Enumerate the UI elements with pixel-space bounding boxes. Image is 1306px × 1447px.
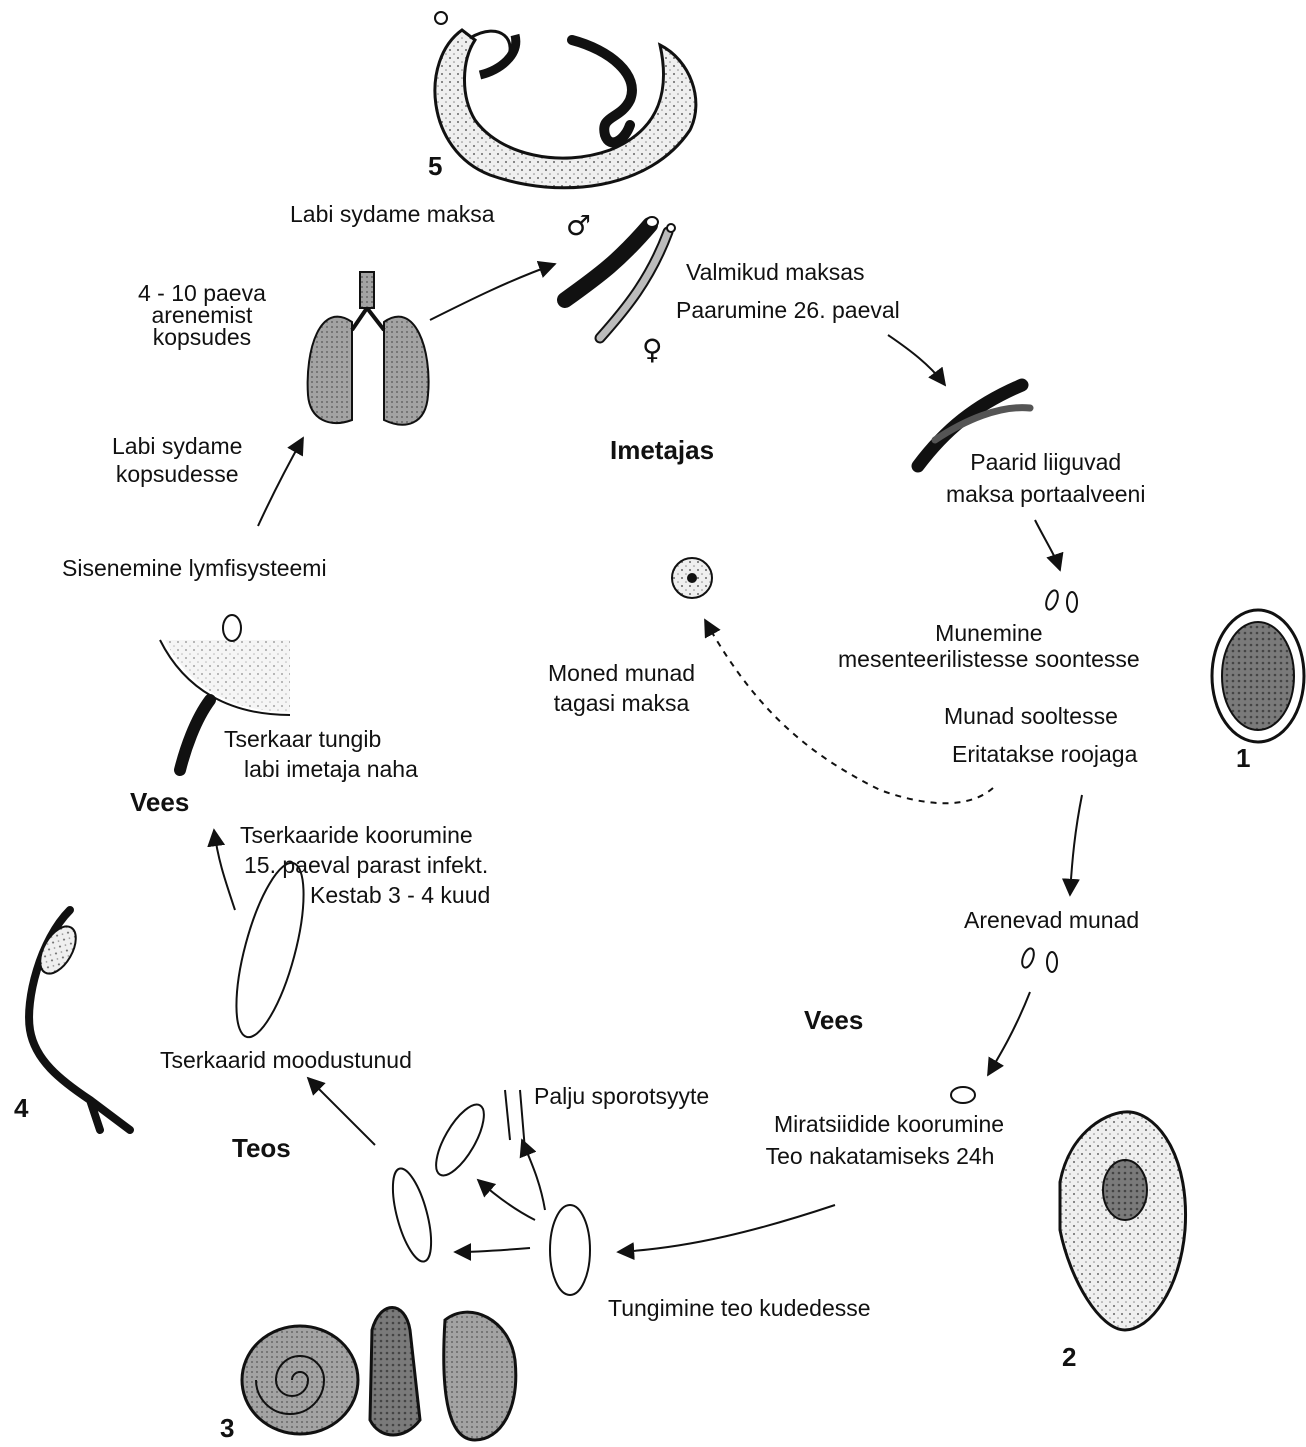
step-skin-penetration: Tserkaar tungib labi imetaja naha (224, 724, 418, 784)
step-eggs-back-to-liver-line-2: tagasi maksa (548, 688, 695, 718)
step-cercariae-formed: Tserkaarid moodustunud (160, 1046, 412, 1074)
adult-worm-pair-illustration (435, 12, 696, 188)
step-enter-snail-tissue: Tungimine teo kudedesse (608, 1294, 871, 1322)
step-lung-development-line-1: 4 - 10 paeva (138, 282, 266, 304)
sporocysts-illustration (223, 857, 590, 1295)
cercaria-illustration (29, 910, 130, 1130)
step-eggs-back-to-liver-line-1: Moned munad (548, 658, 695, 688)
step-miracidia-hatching-line-2: Teo nakatamiseks 24h (756, 1140, 1004, 1172)
step-lung-development-line-2: arenemist (138, 304, 266, 326)
female-symbol: ♀ (642, 336, 663, 364)
step-skin-penetration-line-1: Tserkaar tungib (224, 724, 418, 754)
step-miracidia-hatching-line-1: Miratsiidide koorumine (756, 1108, 1004, 1140)
step-heart-to-lungs-line-2: kopsudesse (112, 460, 242, 488)
host-label-mammal: Imetajas (610, 436, 714, 464)
step-pairs-move: Paarid liiguvad maksa portaalveeni (946, 446, 1145, 510)
step-cercaria-hatching: Tserkaaride koorumine 15. paeval parast … (240, 820, 490, 910)
step-miracidia-hatching: Miratsiidide koorumine Teo nakatamiseks … (756, 1108, 1004, 1172)
stage-number-1: 1 (1236, 744, 1250, 772)
step-pairs-move-line-1: Paarid liiguvad (946, 446, 1145, 478)
step-many-sporocysts: Palju sporotsyyte (534, 1082, 709, 1110)
step-heart-to-lungs: Labi sydame kopsudesse (112, 432, 242, 488)
step-egg-laying-line-1: Munemine (838, 620, 1140, 646)
step-excreted: Eritatakse roojaga (952, 740, 1137, 768)
step-heart-to-lungs-line-1: Labi sydame (112, 432, 242, 460)
egg-stage-illustration (1212, 610, 1304, 742)
step-egg-laying-line-2: mesenteerilistesse soontesse (838, 646, 1140, 672)
step-cercaria-hatching-line-2: 15. paeval parast infekt. (240, 850, 490, 880)
host-label-water-left: Vees (130, 788, 189, 816)
step-developing-eggs: Arenevad munad (964, 906, 1139, 934)
stage-number-4: 4 (14, 1094, 28, 1122)
stage-number-3: 3 (220, 1414, 234, 1442)
step-cercaria-hatching-line-1: Tserkaaride koorumine (240, 820, 490, 850)
step-skin-penetration-line-2: labi imetaja naha (224, 754, 418, 784)
step-lung-development-line-3: kopsudes (138, 326, 266, 348)
step-cercaria-hatching-line-3: Kestab 3 - 4 kuud (240, 880, 490, 910)
step-lung-development: 4 - 10 paeva arenemist kopsudes (138, 282, 266, 348)
lungs-illustration (308, 272, 429, 425)
stage-number-2: 2 (1062, 1343, 1076, 1371)
stage-number-5: 5 (428, 152, 442, 180)
host-label-snail: Teos (232, 1134, 291, 1162)
egg-in-liver-illustration (672, 558, 712, 598)
snails-illustration (242, 1308, 516, 1441)
host-label-water-right: Vees (804, 1006, 863, 1034)
step-adults-in-liver: Valmikud maksas (686, 258, 865, 286)
step-egg-laying: Munemine mesenteerilistesse soontesse (838, 620, 1140, 672)
male-symbol: ♂ (566, 212, 591, 240)
step-heart-to-liver: Labi sydame maksa (290, 200, 495, 228)
step-pairs-move-line-2: maksa portaalveeni (946, 478, 1145, 510)
step-eggs-to-intestine: Munad sooltesse (944, 702, 1118, 730)
step-eggs-back-to-liver: Moned munad tagasi maksa (548, 658, 695, 718)
step-enter-lymph: Sisenemine lymfisysteemi (62, 554, 327, 582)
step-pairing: Paarumine 26. paeval (676, 296, 900, 324)
